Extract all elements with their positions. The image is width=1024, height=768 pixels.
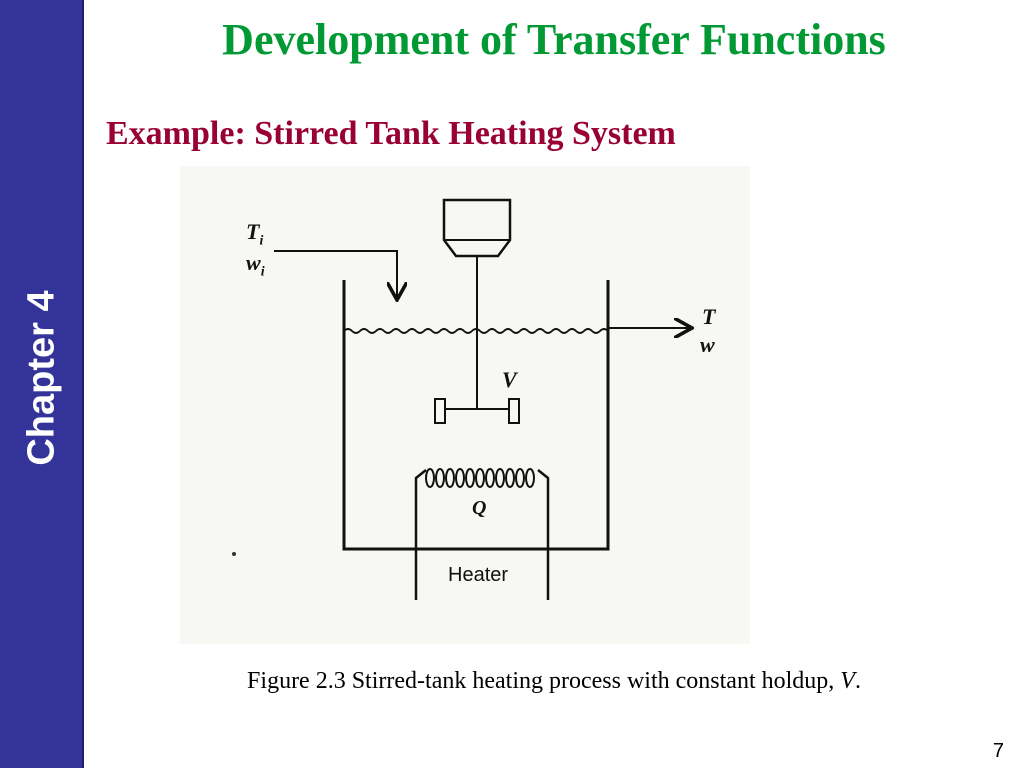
heat-label: Q [472, 497, 487, 519]
outlet-temperature-label: T [702, 304, 716, 329]
outlet-flow-label: w [700, 332, 715, 357]
slide-title: Development of Transfer Functions [222, 15, 886, 64]
heater-lead-right [537, 469, 550, 600]
stirred-tank-diagram: Ti wi T w V Q Heater [180, 166, 750, 644]
heater-label: Heater [448, 564, 509, 586]
chapter-sidebar: Chapter 4 [0, 0, 84, 768]
diagram-drawing [232, 198, 750, 600]
volume-label: V [502, 367, 517, 392]
page-number: 7 [992, 740, 1004, 762]
slide-subtitle: Example: Stirred Tank Heating System [106, 115, 676, 152]
inlet-pipe [274, 250, 397, 298]
impeller-blade-left [434, 398, 446, 424]
heater-coil [425, 468, 535, 488]
impeller-blade-right [508, 398, 520, 424]
chapter-label: Chapter 4 [20, 290, 63, 466]
inlet-temperature-label: Ti [246, 219, 264, 249]
motor [442, 198, 512, 258]
figure-caption: Figure 2.3 Stirred-tank heating process … [247, 668, 861, 694]
inlet-flow-label: wi [246, 250, 265, 280]
tank-walls [342, 280, 610, 551]
heater-lead-left [414, 469, 427, 600]
